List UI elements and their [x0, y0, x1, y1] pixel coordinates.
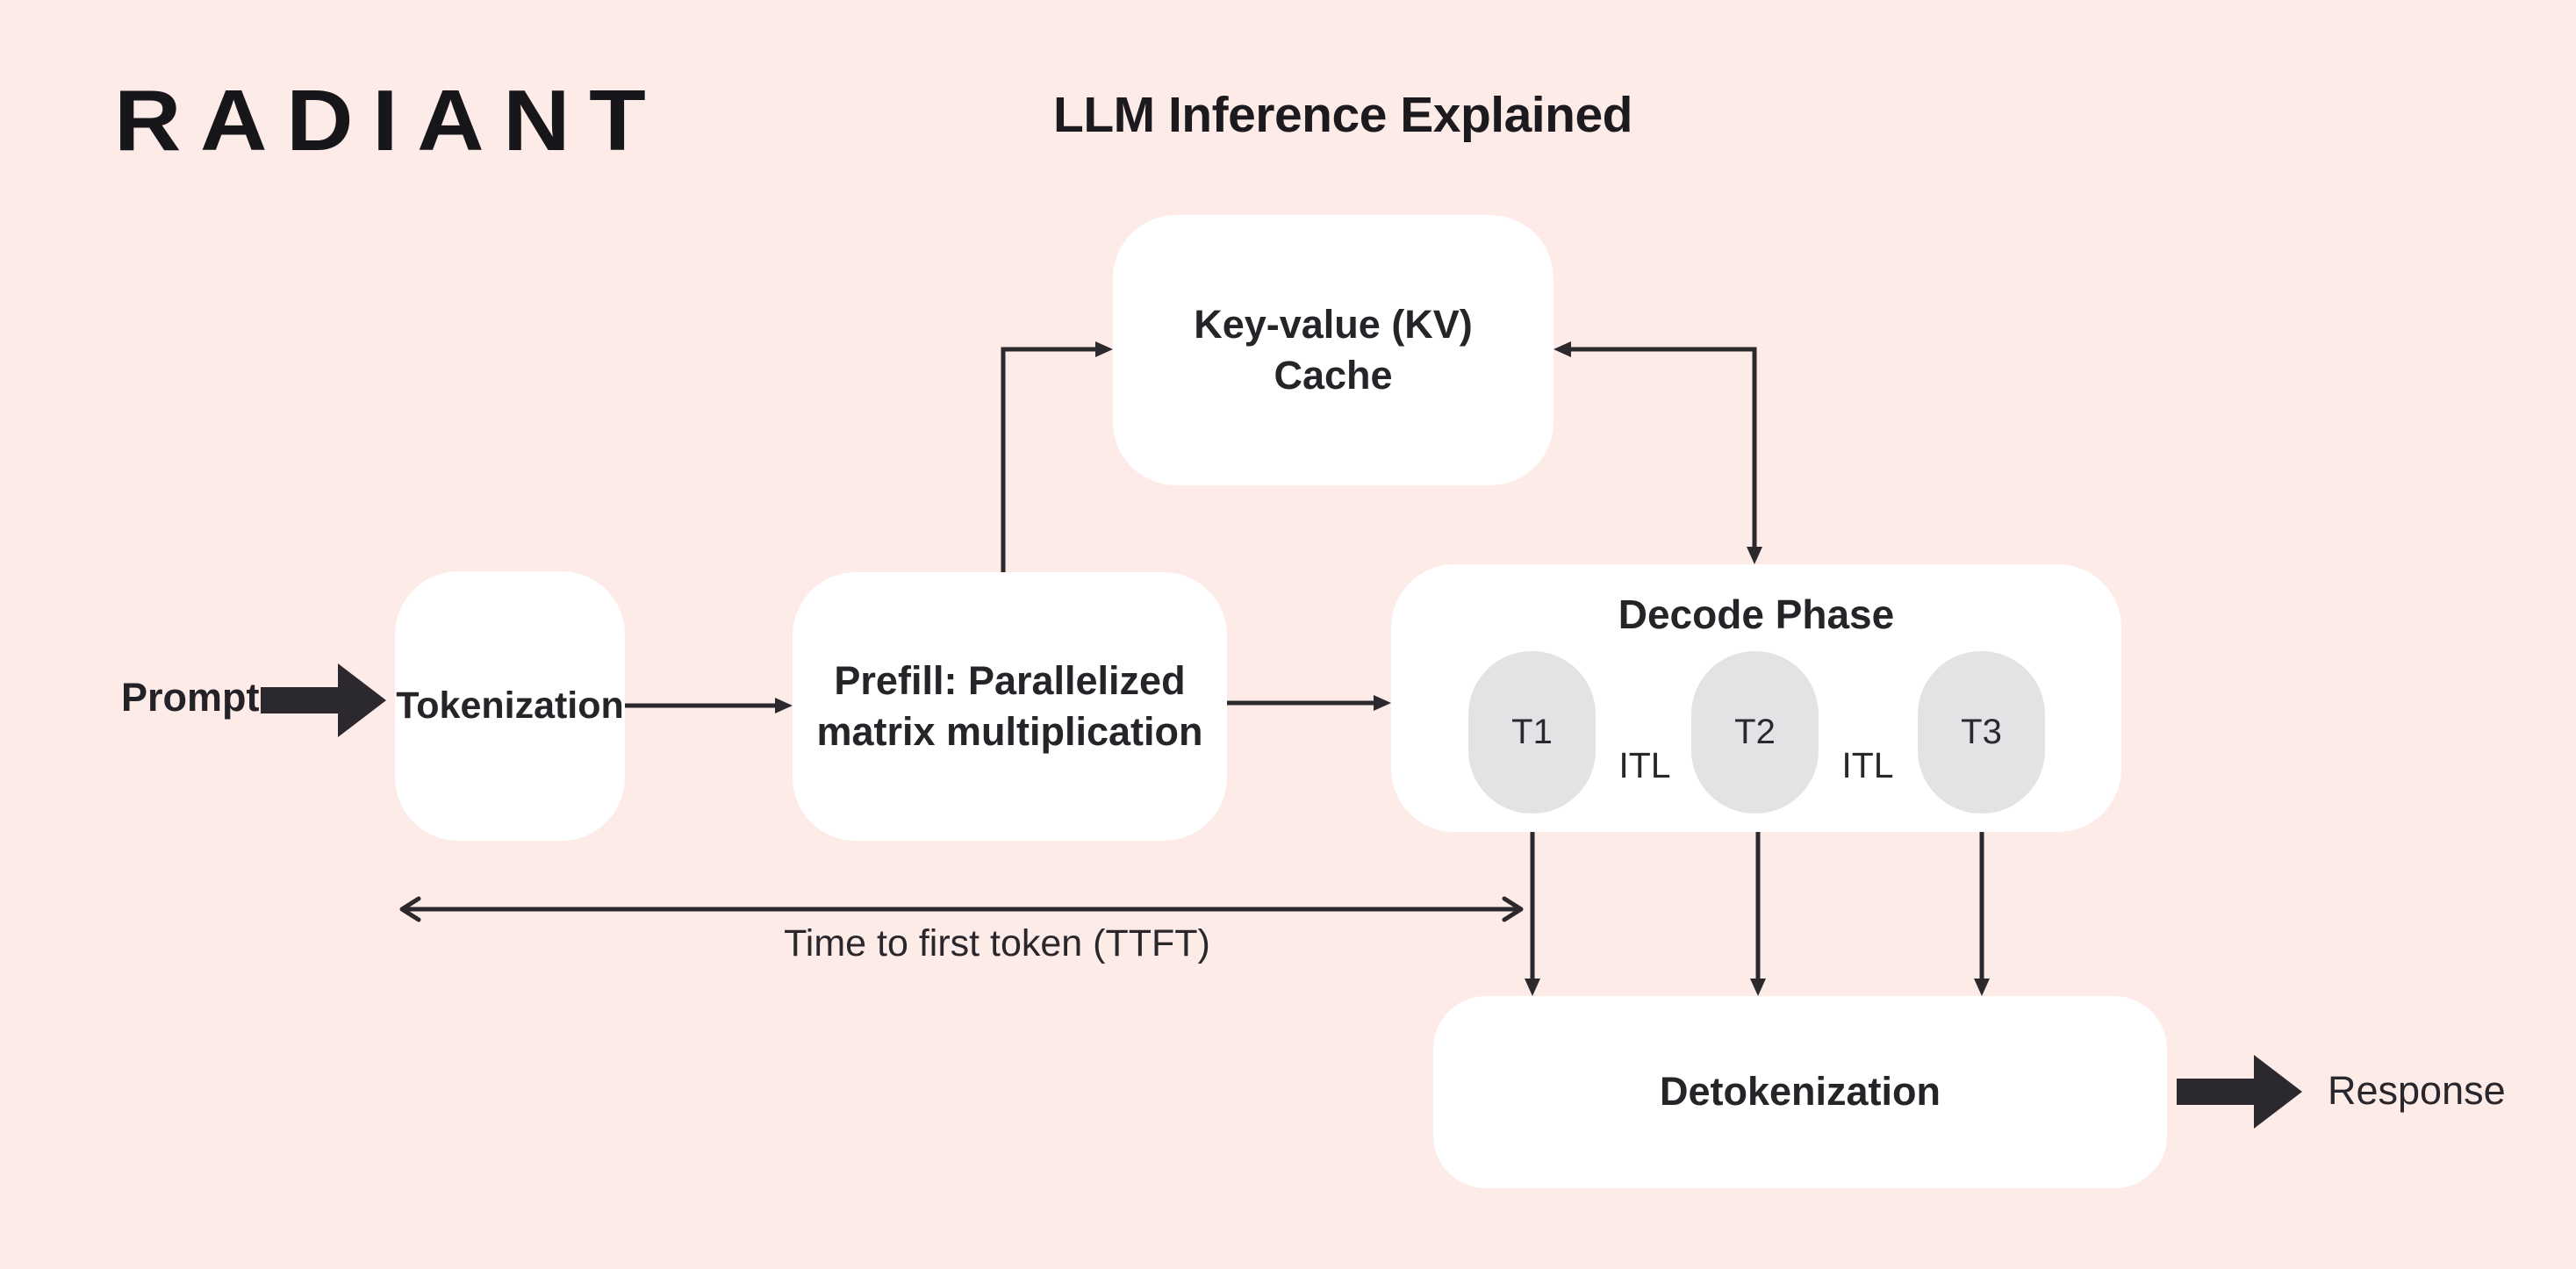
detokenization-label: Detokenization	[1659, 1069, 1941, 1115]
node-decode-phase: Decode Phase T1 T2 T3	[1391, 564, 2121, 832]
node-detokenization: Detokenization	[1433, 996, 2167, 1188]
decode-phase-label: Decode Phase	[1618, 591, 1895, 637]
tokenization-label: Tokenization	[396, 684, 624, 727]
token-t2: T2	[1691, 651, 1819, 814]
token-t3: T3	[1918, 651, 2045, 814]
itl-label-2: ITL	[1841, 745, 1894, 785]
response-label: Response	[2328, 1068, 2506, 1113]
kv-cache-label: Key-value (KV) Cache	[1194, 301, 1473, 398]
connector-kvcache-decode	[1553, 341, 1762, 564]
prompt-label: Prompt	[121, 675, 260, 720]
node-tokenization: Tokenization	[395, 571, 625, 841]
node-prefill: Prefill: Parallelized matrix multiplicat…	[793, 572, 1227, 841]
ttft-label: Time to first token (TTFT)	[784, 922, 1210, 964]
token-t1: T1	[1468, 651, 1596, 814]
response-arrow-icon	[2177, 1055, 2302, 1129]
page-title: LLM Inference Explained	[1053, 87, 1632, 143]
prompt-arrow-icon	[261, 663, 386, 737]
radiant-logo: RADIANT	[114, 72, 665, 168]
connector-prefill-kvcache	[1001, 341, 1113, 572]
node-kv-cache: Key-value (KV) Cache	[1113, 215, 1553, 485]
prefill-label: Prefill: Parallelized matrix multiplicat…	[816, 657, 1203, 755]
itl-label-1: ITL	[1618, 745, 1671, 785]
